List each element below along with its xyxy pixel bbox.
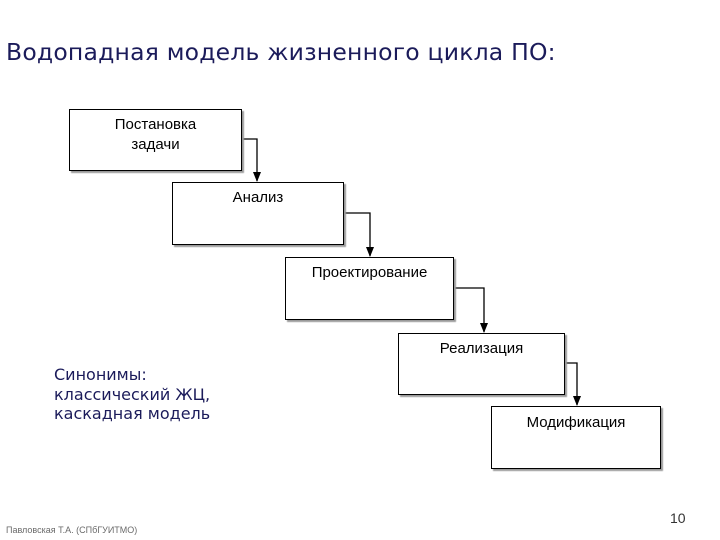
step-label: Реализация [439, 340, 524, 357]
connector-2-3 [344, 212, 374, 257]
slide-title: Водопадная модель жизненного цикла ПО: [6, 38, 556, 66]
connector-4-5 [565, 362, 581, 406]
connector-3-4 [454, 287, 488, 333]
footer-author: Павловская Т.А. (СПбГУИТМО) [6, 525, 138, 535]
connector-1-2 [242, 138, 261, 182]
step-box-analysis: Анализ [172, 182, 344, 245]
step-box-design: Проектирование [285, 257, 454, 320]
synonyms-line: Синонимы: [54, 365, 147, 384]
step-box-problem-statement: Постановка задачи [69, 109, 242, 171]
step-label: Анализ [232, 189, 284, 206]
synonyms-line: каскадная модель [54, 404, 211, 423]
step-label: Постановка задачи [114, 116, 197, 153]
step-box-implementation: Реализация [398, 333, 565, 395]
synonyms-line: классический ЖЦ, [54, 384, 211, 404]
step-label: Проектирование [311, 264, 428, 281]
step-label: Модификация [526, 414, 626, 431]
page-number: 10 [670, 510, 686, 526]
step-box-modification: Модификация [491, 406, 661, 469]
synonyms-note: Синонимы: классический ЖЦ, каскадная мод… [54, 365, 210, 424]
